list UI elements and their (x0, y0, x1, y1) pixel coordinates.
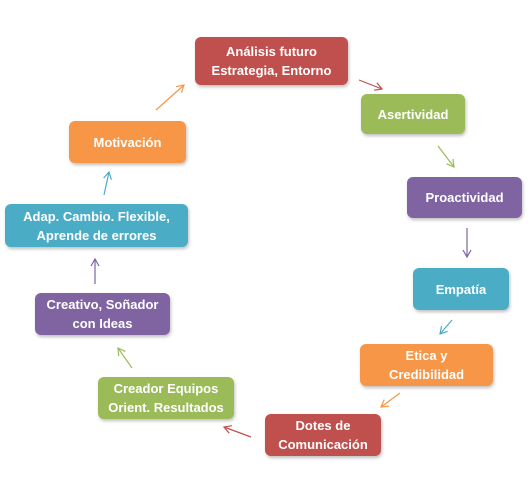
arrow-empatia-to-etica (439, 319, 453, 335)
arrow-adap-to-motivacion (103, 170, 112, 196)
node-creador-line1: Creador Equipos (113, 381, 219, 396)
arrow-creador-to-creativo (117, 347, 133, 369)
node-analisis-futuro: Análisis futuro Estrategia, Entorno (195, 37, 348, 85)
arrow-analisis-to-asertividad (358, 79, 384, 91)
node-dotes-line2: Comunicación (278, 437, 368, 452)
arrow-motivacion-to-analisis (155, 84, 185, 111)
arrow-asertividad-to-proactividad (437, 145, 455, 168)
node-creativo-line2: con Ideas (72, 316, 133, 331)
node-etica-line1: Etica y (405, 348, 448, 363)
node-etica-line2: Credibilidad (388, 367, 465, 382)
node-adap-line1: Adap. Cambio. Flexible, (23, 208, 170, 224)
node-etica-credibilidad: Etica y Credibilidad (360, 344, 493, 386)
node-asertividad-label: Asertividad (377, 106, 449, 122)
arrow-etica-to-dotes (380, 392, 401, 408)
node-creador-equipos: Creador Equipos Orient. Resultados (98, 377, 234, 419)
node-motivacion: Motivación (69, 121, 186, 163)
node-empatia-label: Empatía (435, 281, 487, 297)
node-adap-line2: Aprende de errores (36, 227, 157, 243)
node-motivacion-label: Motivación (93, 134, 162, 150)
node-dotes-line1: Dotes de (295, 418, 351, 433)
node-proactividad: Proactividad (407, 177, 522, 218)
node-dotes-comunicacion: Dotes de Comunicación (265, 414, 381, 456)
arrow-dotes-to-creador (222, 425, 252, 438)
node-creativo-sonador: Creativo, Soñador con Ideas (35, 293, 170, 335)
node-creativo-line1: Creativo, Soñador (46, 297, 159, 312)
node-analisis-line2: Estrategia, Entorno (211, 63, 332, 78)
node-empatia: Empatía (413, 268, 509, 310)
node-asertividad: Asertividad (361, 94, 465, 134)
node-creador-line2: Orient. Resultados (108, 400, 224, 415)
node-proactividad-label: Proactividad (425, 190, 504, 205)
node-adap-cambio: Adap. Cambio. Flexible, Aprende de error… (5, 204, 188, 247)
node-analisis-line1: Análisis futuro (225, 44, 317, 59)
